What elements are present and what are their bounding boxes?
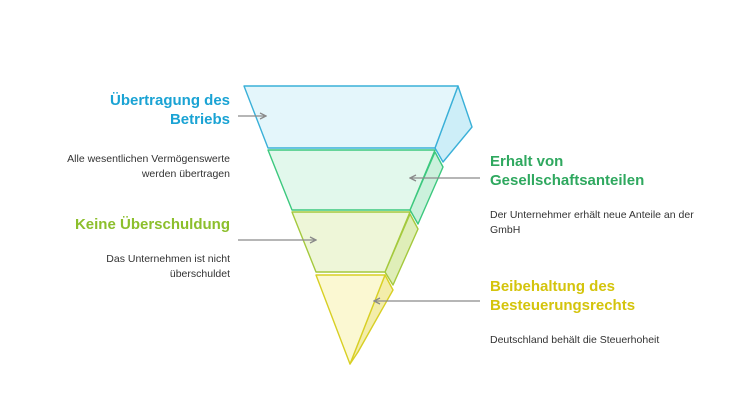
funnel-layer-4-front xyxy=(315,274,386,365)
layer-4-description: Deutschland behält die Steuerhoheit xyxy=(490,334,660,346)
layer-1-description: Alle wesentlichen Vermögenswerte werden … xyxy=(67,153,230,180)
funnel-layer-1 xyxy=(243,85,473,163)
layer-2-description: Der Unternehmer erhält neue Anteile an d… xyxy=(490,209,694,236)
funnel-layer-2 xyxy=(267,149,444,225)
layer-3-label: Keine Überschuldung Das Unternehmen ist … xyxy=(60,215,230,282)
layer-2-label: Erhalt von Gesellschaftsanteilen Der Unt… xyxy=(490,152,710,238)
layer-4-label: Beibehaltung des Besteuerungsrechts Deut… xyxy=(490,277,710,348)
funnel-layer-1-front xyxy=(243,85,459,149)
layer-4-title: Beibehaltung des Besteuerungsrechts xyxy=(490,278,636,314)
funnel-layer-3-front xyxy=(291,211,411,273)
layer-2-title: Erhalt von Gesellschaftsanteilen xyxy=(490,153,645,189)
layer-3-description: Das Unternehmen ist nicht überschuldet xyxy=(106,253,230,280)
funnel-layer-2-front xyxy=(267,149,436,211)
layer-3-title: Keine Überschuldung xyxy=(74,216,230,233)
layer-1-label: Übertragung des Betriebs Alle wesentlich… xyxy=(60,91,230,182)
layer-1-title: Übertragung des Betriebs xyxy=(109,92,230,128)
funnel-layer-4 xyxy=(315,274,394,365)
funnel-layer-3 xyxy=(291,211,419,286)
